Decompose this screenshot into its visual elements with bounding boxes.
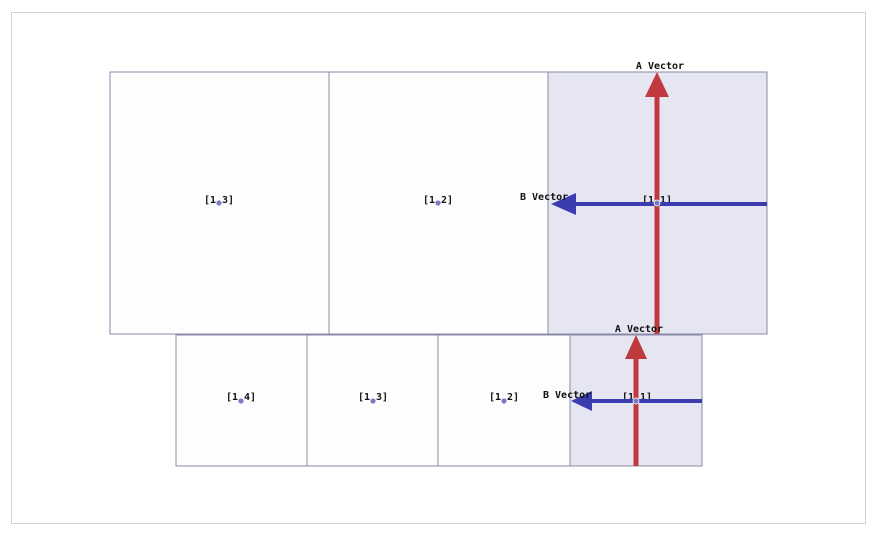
top-a-vector-arrowhead [645, 72, 669, 97]
diagram-frame [11, 12, 866, 524]
bottom-cell-marker-1-1 [632, 397, 640, 405]
bottom-cell-label-1-2: [1,2] [489, 392, 519, 403]
top-cell-marker-1-3 [215, 199, 223, 207]
top-cell-marker-1-2 [434, 199, 442, 207]
bottom-cell-marker-1-2 [500, 397, 508, 405]
bottom-cell-label-1-4: [1,4] [226, 392, 256, 403]
bottom-a-vector-label: A Vector [615, 324, 663, 335]
bottom-cell-marker-1-4 [237, 397, 245, 405]
top-cell-1-3 [109, 71, 330, 335]
top-a-vector-label: A Vector [636, 61, 684, 72]
bottom-row: [1,4] [1,3] [1,2] [1,1] B Vector A Vecto… [175, 324, 703, 467]
top-b-vector-label: B Vector [520, 192, 568, 203]
bottom-a-vector-arrowhead [625, 335, 647, 359]
bottom-b-vector-label: B Vector [543, 390, 591, 401]
bottom-cell-marker-1-3 [369, 397, 377, 405]
top-row: [1,3] [1,2] [1,1] B Vector A Vector [109, 61, 768, 335]
bottom-cell-label-1-3: [1,3] [358, 392, 388, 403]
top-cell-marker-1-1 [653, 199, 661, 207]
bottom-b-vector-arrowhead [571, 391, 592, 411]
top-b-vector-arrowhead [551, 193, 576, 215]
